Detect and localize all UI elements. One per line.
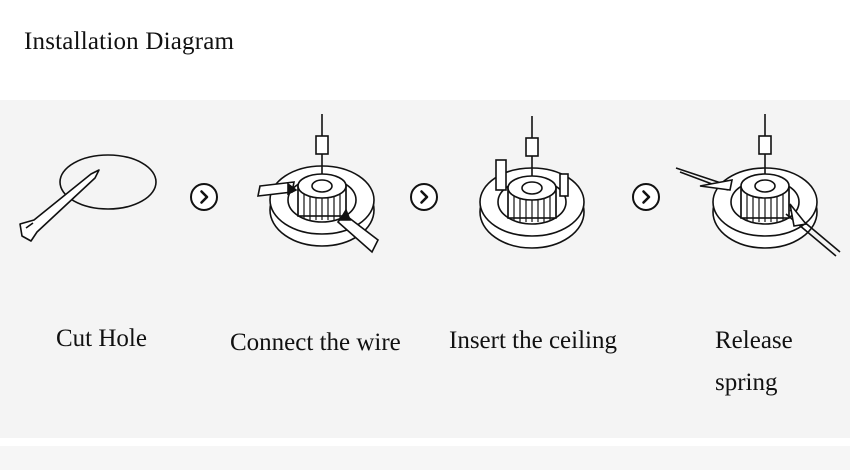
utility-knife-icon (19, 169, 100, 242)
downlight-fixture-icon (256, 114, 380, 254)
downlight-fixture-icon (479, 116, 585, 249)
chevron-right-icon (190, 183, 218, 211)
downlight-fixture-icon (675, 114, 841, 257)
chevron-right-icon (410, 183, 438, 211)
step-label-cut-hole: Cut Hole (56, 325, 147, 352)
step-label-connect-wire: Connect the wire (230, 329, 401, 356)
page-title: Installation Diagram (24, 28, 235, 55)
hole-outline-icon (59, 154, 157, 210)
step-label-insert-ceiling: Insert the ceiling (449, 327, 617, 354)
bottom-band (0, 446, 850, 470)
diagram-panel (0, 100, 850, 438)
chevron-right-icon (632, 183, 660, 211)
step-label-release-spring: Release spring (715, 327, 793, 396)
